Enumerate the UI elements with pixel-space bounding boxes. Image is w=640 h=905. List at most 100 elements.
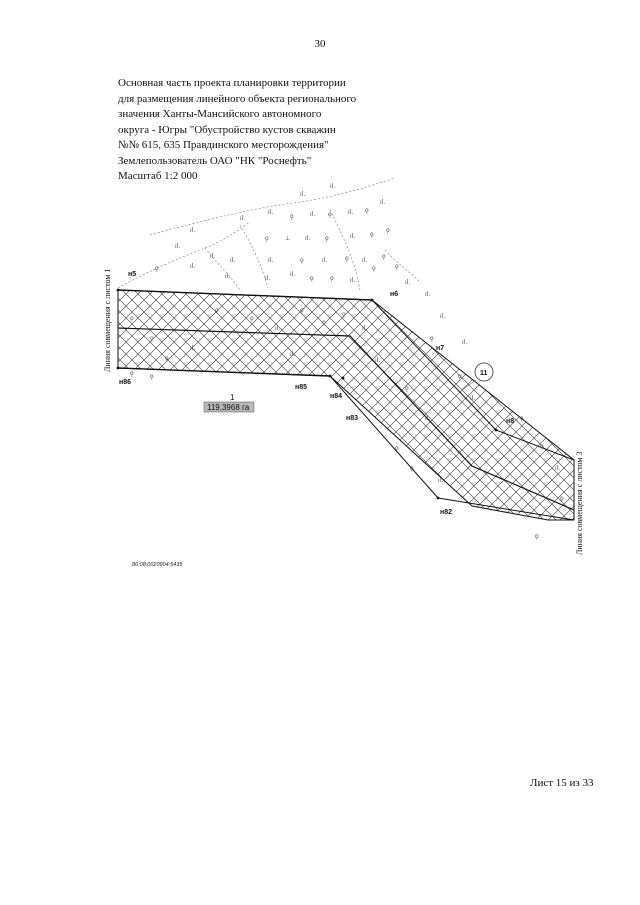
svg-text:ǫ: ǫ	[265, 235, 269, 242]
svg-text:ıl.: ıl.	[190, 227, 195, 234]
svg-text:ǫ: ǫ	[300, 257, 304, 264]
title-line: Основная часть проекта планировки террит…	[118, 77, 346, 89]
page-number: 30	[314, 38, 326, 50]
corridor-right-upper	[495, 429, 575, 461]
corridor-diagonal-bottom	[329, 375, 439, 499]
svg-text:ǫ: ǫ	[382, 253, 386, 260]
point-label-n8: н8	[506, 418, 514, 425]
svg-text:ǫ: ǫ	[250, 315, 254, 322]
parcel-area: 119,3968 га	[207, 403, 250, 412]
svg-text:ıl.: ıl.	[350, 277, 355, 284]
svg-text:ǫ: ǫ	[365, 207, 369, 214]
svg-text:ǫ: ǫ	[560, 495, 564, 502]
svg-text:ǫ: ǫ	[430, 335, 434, 342]
match-line-left: Линия совмещения с листом 1	[103, 269, 112, 372]
svg-text:ıl.: ıl.	[375, 357, 380, 364]
svg-text:ǫ: ǫ	[130, 315, 134, 322]
svg-text:ıl.: ıl.	[175, 243, 180, 250]
point-label-n5: н5	[128, 271, 136, 278]
svg-text:ıl.: ıl.	[225, 273, 230, 280]
cadastral-number: 86:08:0020904:5435	[132, 562, 183, 568]
svg-text:ǫ: ǫ	[300, 307, 304, 314]
svg-text:ǫ: ǫ	[410, 465, 414, 472]
svg-text:ıl.: ıl.	[470, 395, 475, 402]
svg-text:ǫ: ǫ	[386, 227, 390, 234]
svg-text:ǫ: ǫ	[342, 311, 346, 318]
title-block: Основная часть проекта планировки террит…	[118, 76, 398, 185]
svg-text:ǫ: ǫ	[150, 335, 154, 342]
vertex-markers	[116, 288, 498, 500]
svg-text:ıl.: ıl.	[190, 263, 195, 270]
point-label-n6: н6	[390, 291, 398, 298]
svg-text:ǫ: ǫ	[395, 263, 399, 270]
title-line: значения Ханты-Мансийского автономного	[118, 108, 322, 120]
scale-line: Масштаб 1:2 000	[118, 170, 198, 182]
svg-text:ıl.: ıl.	[462, 339, 467, 346]
corridor-diagonal-top	[371, 299, 497, 431]
svg-text:ǫ: ǫ	[395, 445, 399, 452]
title-line: для размещения линейного объекта региона…	[118, 92, 357, 105]
svg-text:ıl.: ıl.	[275, 325, 280, 332]
svg-text:ǫ: ǫ	[372, 265, 376, 272]
svg-text:ıl.: ıl.	[290, 271, 295, 278]
svg-text:ıl.: ıl.	[310, 211, 315, 218]
parcel-number: 1	[230, 393, 235, 402]
svg-text:ıl.: ıl.	[405, 279, 410, 286]
svg-text:ıl.: ıl.	[268, 257, 273, 264]
svg-text:ıl.: ıl.	[240, 215, 245, 222]
svg-text:ǫ: ǫ	[325, 235, 329, 242]
corridor-right-lower	[437, 497, 575, 521]
corridor-centerline	[117, 327, 575, 511]
parcel-label: 1 119,3968 га	[203, 393, 255, 413]
svg-text:ıl.: ıl.	[380, 199, 385, 206]
svg-text:ıl.: ıl.	[440, 313, 445, 320]
svg-text:ǫ: ǫ	[540, 443, 544, 450]
circle-marker: 11	[461, 362, 494, 391]
corridor	[117, 289, 575, 521]
corridor-top-edge	[117, 289, 373, 301]
svg-text:ıl.: ıl.	[265, 275, 270, 282]
point-label-n84: н84	[330, 393, 342, 400]
svg-text:ıl.: ıl.	[362, 257, 367, 264]
svg-text:ıl.: ıl.	[230, 257, 235, 264]
svg-text:ǫ: ǫ	[345, 255, 349, 262]
svg-text:⊥: ⊥	[285, 235, 290, 242]
circle-marker-label: 11	[480, 370, 488, 377]
title-line: Землепользователь ОАО "НК "Роснефть"	[118, 154, 312, 167]
svg-text:ǫ: ǫ	[458, 373, 462, 380]
svg-text:ǫ: ǫ	[370, 231, 374, 238]
svg-text:ıl.: ıl.	[438, 477, 443, 484]
svg-text:ıl.: ıl.	[290, 351, 295, 358]
terrain-boundaries	[117, 177, 421, 291]
svg-text:ıl.: ıl.	[425, 415, 430, 422]
point-label-n83: н83	[346, 415, 358, 422]
title-line: округа - Югры "Обустройство кустов скваж…	[118, 123, 336, 136]
svg-text:ǫ: ǫ	[405, 385, 409, 392]
svg-text:ǫ: ǫ	[310, 275, 314, 282]
point-label-n85: н85	[295, 384, 307, 391]
svg-text:ıl.: ıl.	[268, 209, 273, 216]
corridor-fill	[117, 289, 575, 521]
svg-text:ıl.: ıl.	[425, 291, 430, 298]
point-label-n7: н7	[436, 345, 444, 352]
svg-text:ıl.: ıl.	[305, 235, 310, 242]
svg-text:ǫ: ǫ	[155, 265, 159, 272]
parcel-area-box	[203, 401, 255, 413]
sheet-label: Лист 15 из 33	[530, 777, 594, 789]
svg-text:ıl.: ıl.	[322, 257, 327, 264]
svg-text:ǫ: ǫ	[535, 533, 539, 540]
svg-text:ıl.: ıl.	[362, 325, 367, 332]
svg-text:ǫ: ǫ	[322, 319, 326, 326]
boundary-points: н5 н6 н7 н8 н82 н83 н84 н85 н86	[119, 271, 514, 516]
svg-text:ǫ: ǫ	[328, 211, 332, 218]
title-line: №№ 615, 635 Правдинского месторождения"	[118, 139, 329, 151]
point-label-n86: н86	[119, 379, 131, 386]
match-line-right: Линия совмещения с листом 3	[575, 452, 584, 555]
svg-text:ıl.: ıl.	[190, 345, 195, 352]
svg-text:ıl.: ıl.	[350, 233, 355, 240]
svg-text:ıl.: ıl.	[555, 465, 560, 472]
svg-text:ıl.: ıl.	[330, 183, 335, 190]
svg-text:ǫ: ǫ	[165, 355, 169, 362]
svg-text:ǫ: ǫ	[520, 415, 524, 422]
